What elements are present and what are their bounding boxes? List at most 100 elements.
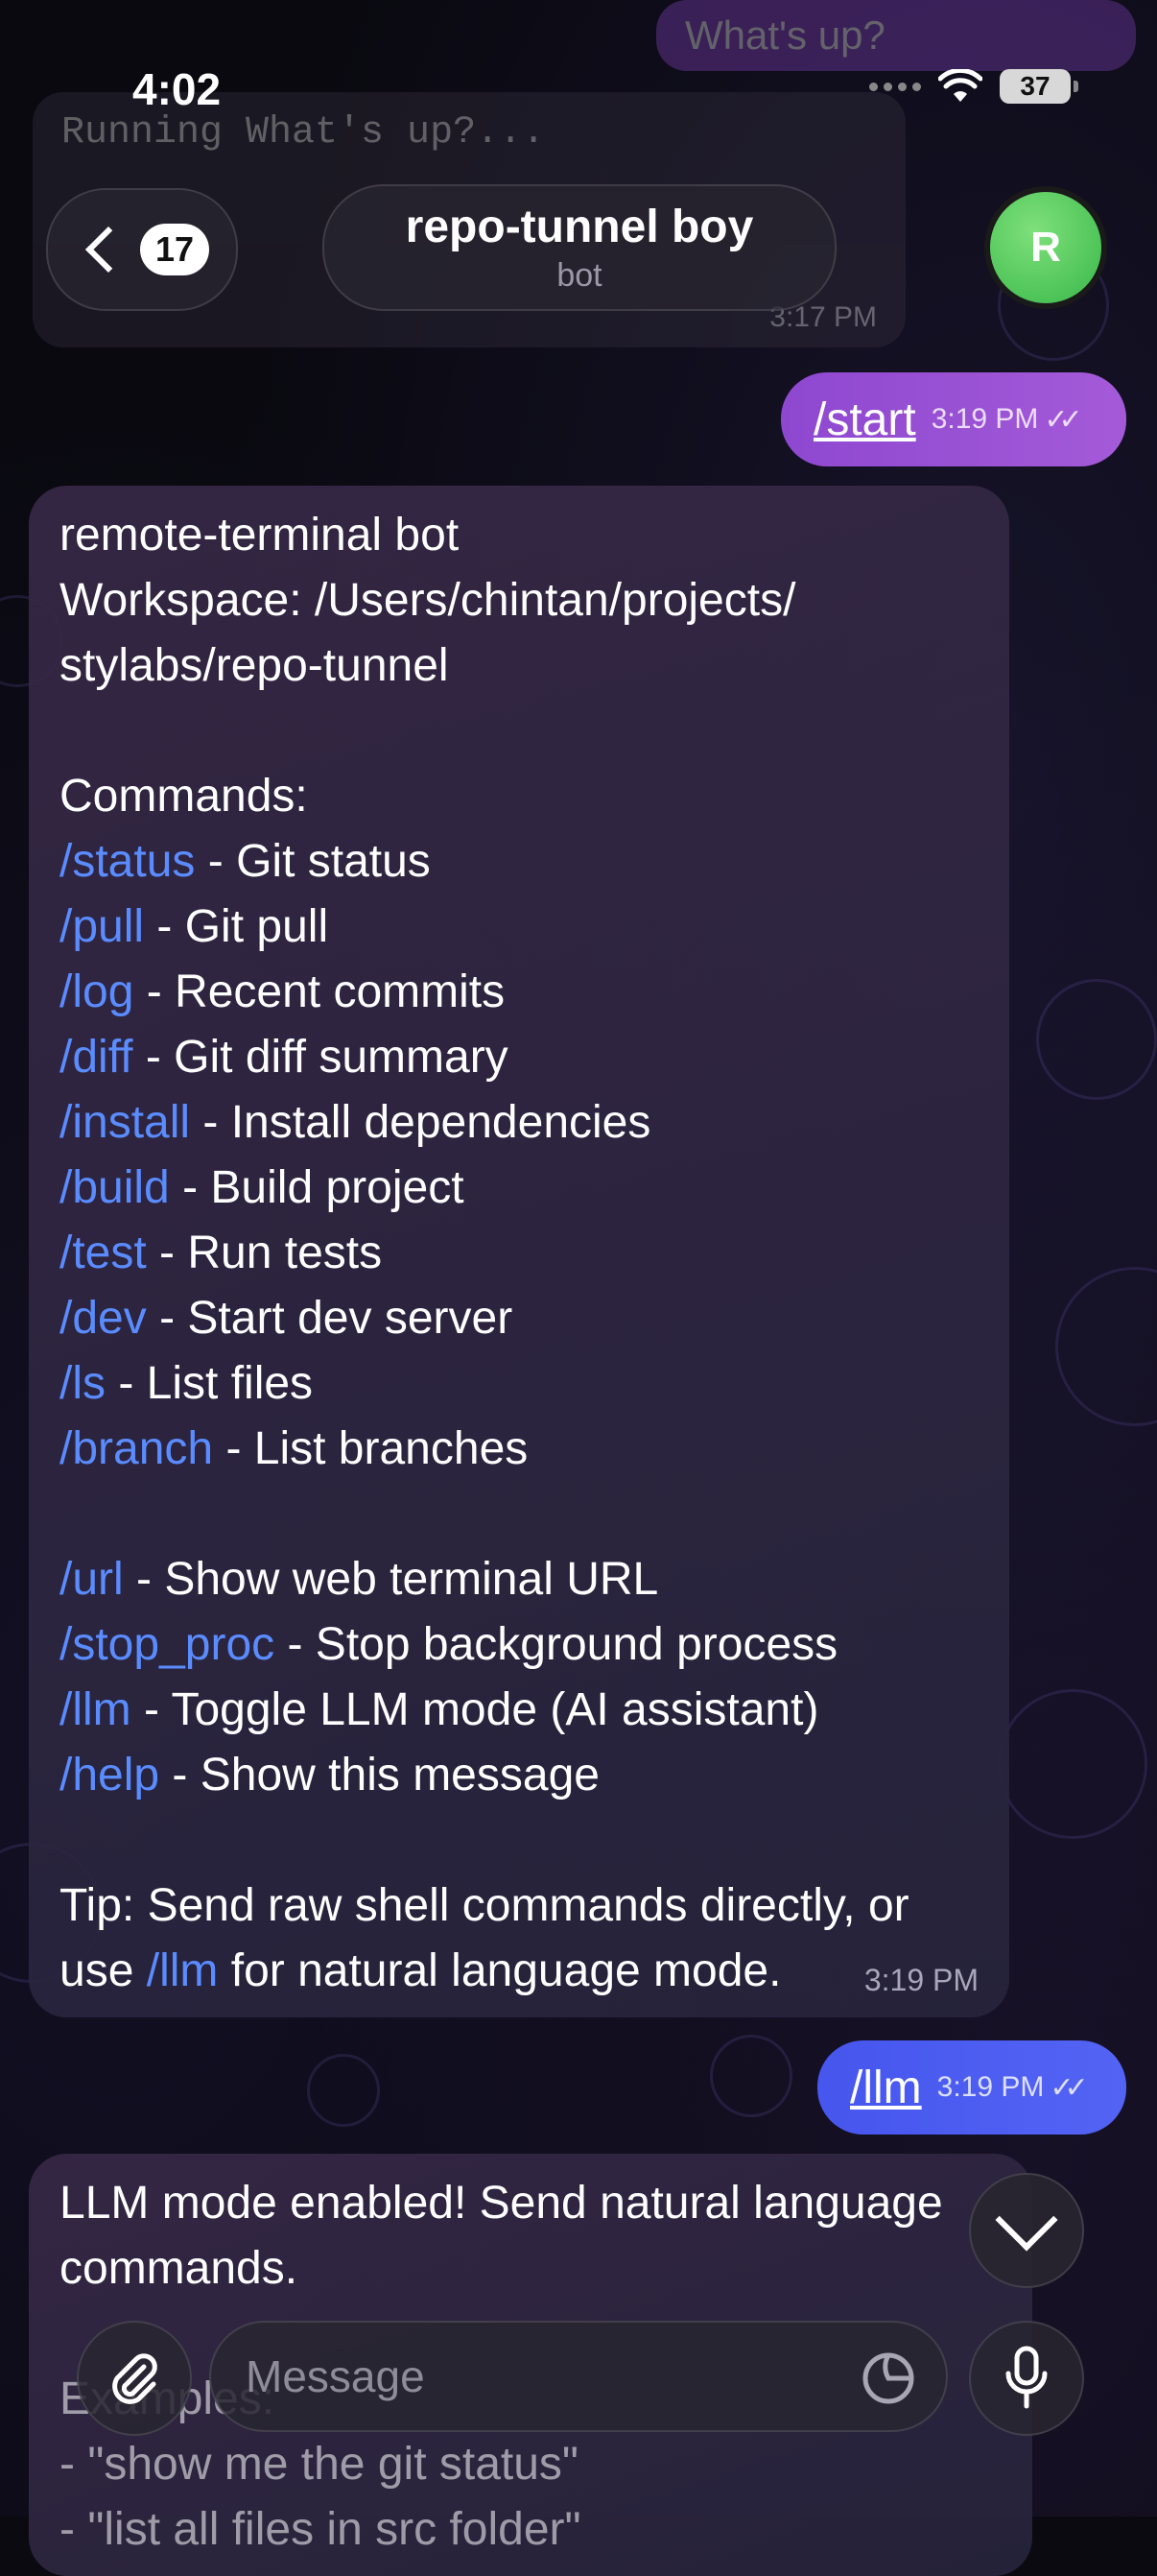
- chat-name: repo-tunnel boy: [405, 202, 754, 252]
- avatar-letter: R: [1030, 224, 1061, 271]
- line-text: - Start dev server: [146, 1293, 513, 1344]
- command-link[interactable]: /url: [59, 1554, 124, 1605]
- sticker-icon[interactable]: [862, 2351, 915, 2405]
- chat-subtitle: bot: [556, 257, 602, 294]
- line-text: Commands:: [59, 771, 308, 822]
- line-text: for natural language mode.: [218, 1945, 782, 1996]
- line-prefix: use: [59, 1945, 147, 1996]
- line-text: - Install dependencies: [190, 1097, 651, 1148]
- message-line: use /llm for natural language mode.: [59, 1939, 979, 2004]
- line-text: - Show web terminal URL: [123, 1554, 659, 1605]
- line-text: - Stop background process: [274, 1619, 838, 1670]
- message-line: - "list all files in src folder": [59, 2497, 1002, 2563]
- line-text: - Recent commits: [133, 966, 506, 1017]
- back-chevron-icon: [84, 226, 132, 274]
- line-text: - List files: [106, 1358, 314, 1409]
- message-time: 3:19 PM: [863, 1963, 979, 1997]
- line-text: - List branches: [213, 1423, 529, 1474]
- ghost-text: What's up?: [685, 12, 885, 58]
- message-input[interactable]: [209, 2321, 948, 2432]
- ghost-outgoing-message: What's up?: [656, 0, 1136, 71]
- message-line: /install - Install dependencies: [59, 1090, 979, 1156]
- microphone-icon: [1005, 2346, 1048, 2409]
- avatar[interactable]: R: [984, 186, 1107, 309]
- message-line: commands.: [59, 2236, 1002, 2302]
- ghost-running-text: Running What's up?...: [61, 111, 546, 155]
- message-line: /help - Show this message: [59, 1743, 979, 1808]
- line-text: Workspace: /Users/chintan/projects/: [59, 575, 796, 626]
- command-link[interactable]: /diff: [59, 1032, 133, 1083]
- time-label: 3:19 PM: [931, 403, 1039, 435]
- line-text: remote-terminal bot: [59, 510, 460, 561]
- chevron-down-icon: [995, 2188, 1058, 2252]
- battery-icon: 37: [1000, 69, 1078, 104]
- command-link[interactable]: /help: [59, 1750, 160, 1801]
- message-line: /build - Build project: [59, 1156, 979, 1221]
- outgoing-message-start[interactable]: /start 3:19 PM ✓✓: [781, 372, 1126, 466]
- unread-badge: 17: [139, 224, 210, 275]
- read-ticks-icon: ✓✓: [1050, 2071, 1088, 2104]
- line-text: - Toggle LLM mode (AI assistant): [130, 1684, 819, 1735]
- command-link[interactable]: /status: [59, 836, 196, 887]
- command-link[interactable]: /install: [59, 1097, 191, 1148]
- read-ticks-icon: ✓✓: [1044, 403, 1082, 436]
- message-line: /test - Run tests: [59, 1221, 979, 1286]
- line-text: - Git status: [195, 836, 431, 887]
- signal-icon: [869, 82, 921, 91]
- line-text: - Run tests: [146, 1228, 383, 1278]
- command-link[interactable]: /log: [59, 966, 134, 1017]
- outgoing-message-llm[interactable]: /llm 3:19 PM ✓✓: [817, 2040, 1126, 2135]
- line-text: commands.: [59, 2243, 298, 2294]
- message-line: /status - Git status: [59, 829, 979, 894]
- message-line: /url - Show web terminal URL: [59, 1547, 979, 1612]
- command-link[interactable]: /stop_proc: [59, 1619, 275, 1670]
- message-time: 3:19 PM ✓✓: [931, 403, 1083, 437]
- message-command-link[interactable]: /llm: [850, 2062, 922, 2113]
- message-line: /log - Recent commits: [59, 960, 979, 1025]
- command-link[interactable]: /test: [59, 1228, 147, 1278]
- status-time: 4:02: [132, 64, 222, 114]
- message-line: - "show me the git status": [59, 2432, 1002, 2497]
- command-link[interactable]: /ls: [59, 1358, 106, 1409]
- command-link[interactable]: /pull: [59, 901, 145, 952]
- line-text: - "list all files in src folder": [59, 2504, 581, 2555]
- command-link[interactable]: /llm: [146, 1945, 219, 1996]
- line-text: - "show me the git status": [59, 2439, 578, 2490]
- chat-title-button[interactable]: repo-tunnel boy bot: [322, 184, 837, 311]
- status-icons: 37: [869, 69, 1078, 104]
- line-text: - Build project: [169, 1162, 464, 1213]
- scroll-to-bottom-button[interactable]: [969, 2173, 1084, 2288]
- message-line: /diff - Git diff summary: [59, 1025, 979, 1090]
- command-link[interactable]: /build: [59, 1162, 170, 1213]
- message-line: LLM mode enabled! Send natural language: [59, 2171, 1002, 2236]
- wifi-icon: [938, 69, 982, 102]
- command-link[interactable]: /branch: [59, 1423, 214, 1474]
- message-command-link[interactable]: /start: [814, 394, 916, 445]
- message-line: /stop_proc - Stop background process: [59, 1612, 979, 1678]
- line-text: stylabs/repo-tunnel: [59, 640, 449, 691]
- message-line: stylabs/repo-tunnel: [59, 633, 979, 699]
- message-line: [59, 1482, 979, 1547]
- attach-button[interactable]: [77, 2321, 192, 2436]
- message-line: /ls - List files: [59, 1351, 979, 1417]
- command-link[interactable]: /llm: [59, 1684, 131, 1735]
- message-line: remote-terminal bot: [59, 503, 979, 568]
- message-line: [59, 699, 979, 764]
- message-line: /pull - Git pull: [59, 894, 979, 960]
- message-line: Tip: Send raw shell commands directly, o…: [59, 1873, 979, 1939]
- message-line: /branch - List branches: [59, 1417, 979, 1482]
- command-link[interactable]: /dev: [59, 1293, 147, 1344]
- line-text: - Git pull: [144, 901, 329, 952]
- message-line: Workspace: /Users/chintan/projects/: [59, 568, 979, 633]
- message-time: 3:19 PM ✓✓: [936, 2071, 1089, 2105]
- line-text: Tip: Send raw shell commands directly, o…: [59, 1880, 909, 1931]
- line-text: LLM mode enabled! Send natural language: [59, 2178, 943, 2229]
- microphone-button[interactable]: [969, 2321, 1084, 2436]
- line-text: - Show this message: [159, 1750, 600, 1801]
- line-text: - Git diff summary: [132, 1032, 508, 1083]
- message-line: /llm - Toggle LLM mode (AI assistant): [59, 1678, 979, 1743]
- back-button[interactable]: 17: [46, 188, 238, 311]
- message-line: /dev - Start dev server: [59, 1286, 979, 1351]
- time-label: 3:19 PM: [936, 2071, 1045, 2103]
